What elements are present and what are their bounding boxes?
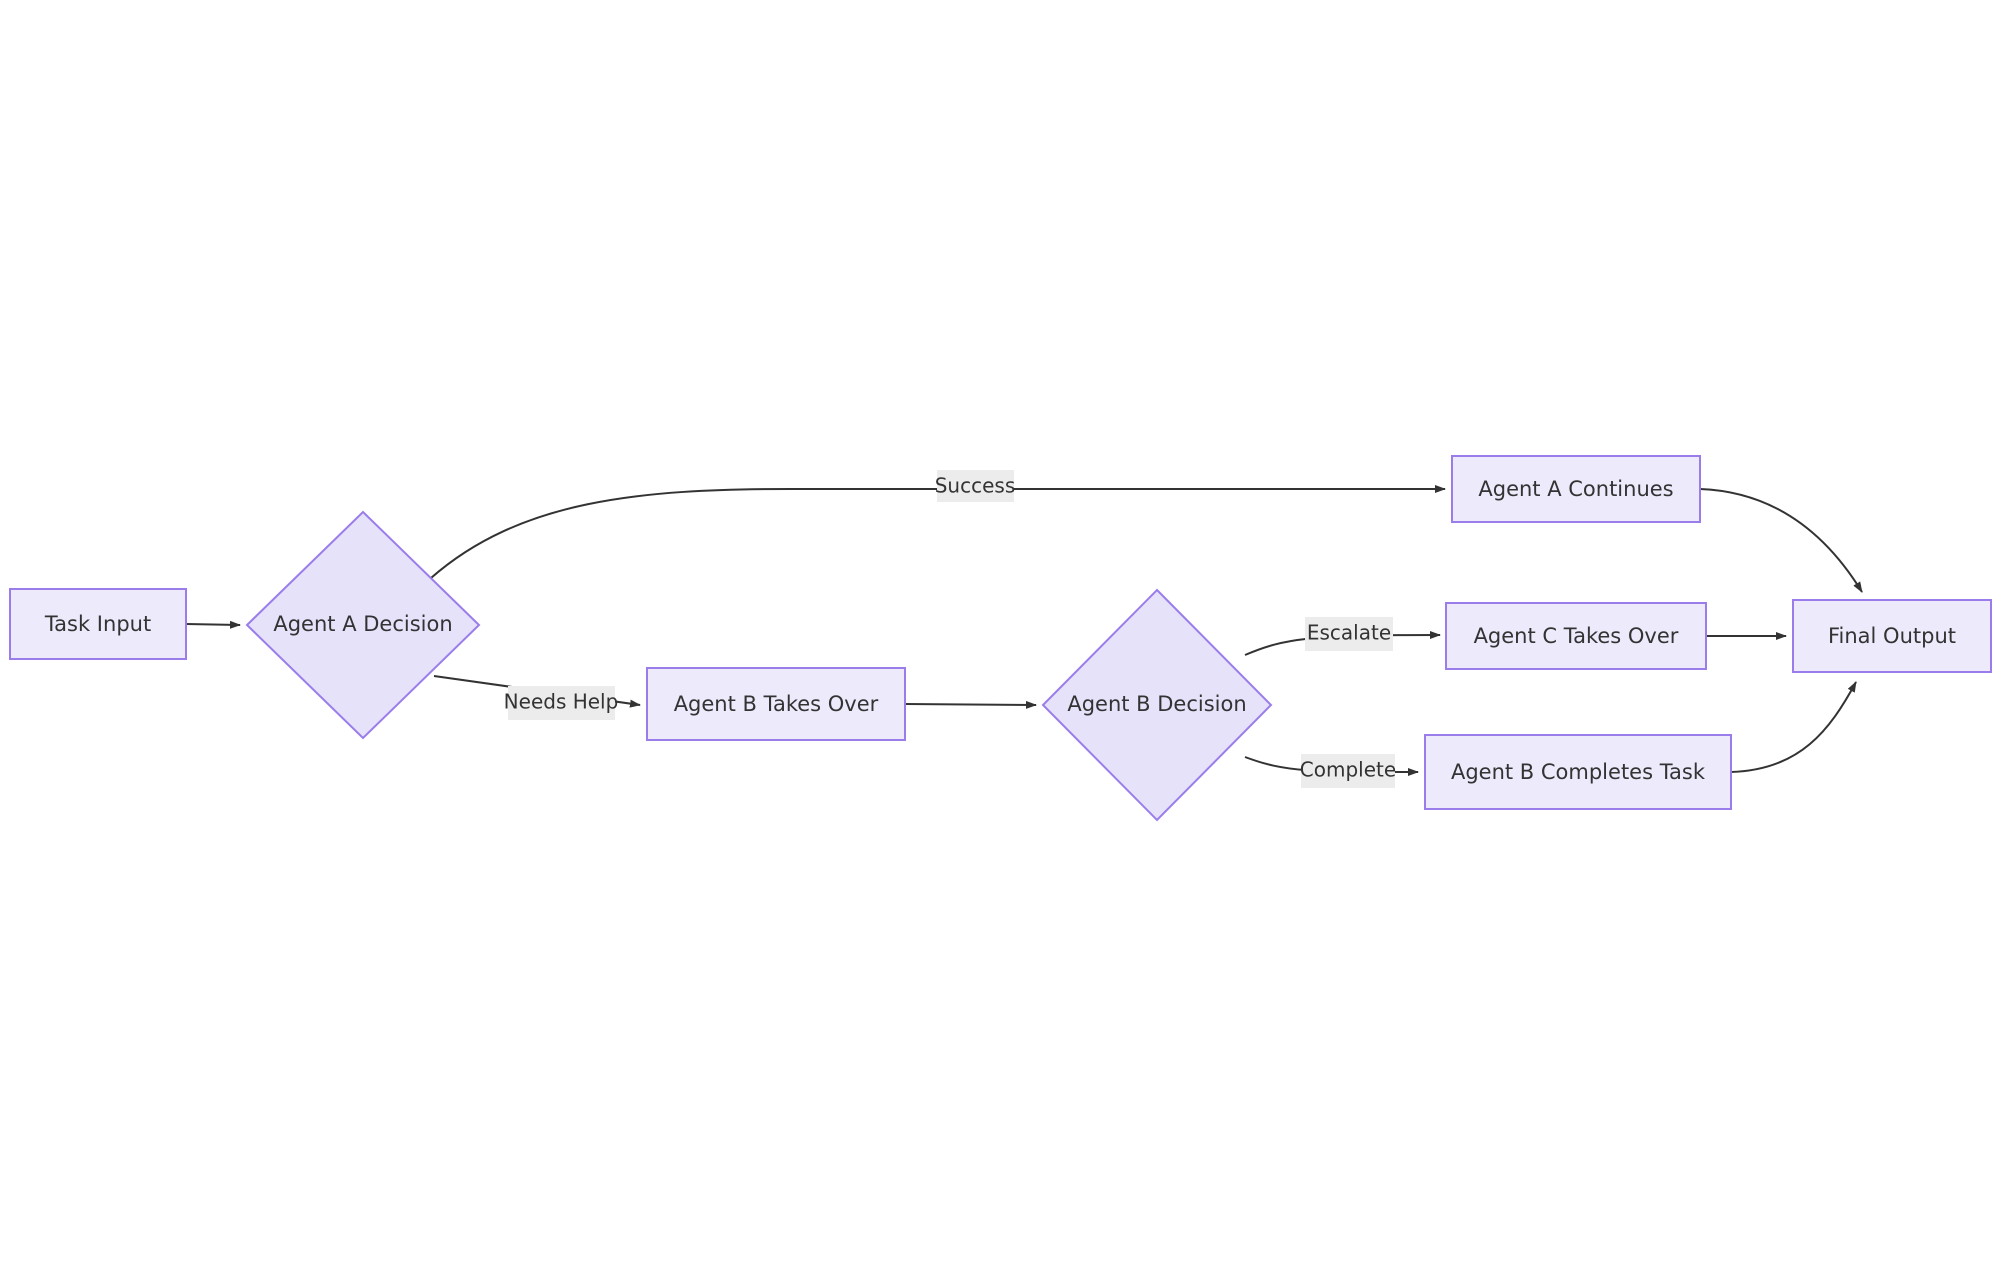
node-task-input[interactable]: Task Input: [9, 588, 187, 660]
edge-agent-b-completes-task-to-final-output: [1730, 681, 1857, 773]
edge-label-needs-help: Needs Help: [504, 686, 619, 720]
node-agent-b-decision-shape[interactable]: [1041, 588, 1273, 822]
node-agent-a-decision[interactable]: Agent A Decision: [245, 510, 481, 740]
node-agent-a-continues-label: Agent A Continues: [1478, 477, 1673, 501]
node-agent-c-takes-over-label: Agent C Takes Over: [1474, 624, 1679, 648]
node-agent-b-completes-task-shape[interactable]: [1424, 734, 1732, 810]
node-agent-b-takes-over-label: Agent B Takes Over: [674, 692, 879, 716]
node-final-output-label: Final Output: [1828, 624, 1956, 648]
edge-label-escalate: Escalate: [1305, 617, 1393, 651]
edge-agent-a-continues-to-final-output: [1699, 488, 1863, 593]
node-agent-a-continues-shape[interactable]: [1451, 455, 1701, 523]
node-agent-b-takes-over[interactable]: Agent B Takes Over: [646, 667, 906, 741]
edge-label-complete: Complete: [1300, 754, 1396, 788]
edge-label-complete-bg: [1301, 754, 1395, 788]
edge-label-success: Success: [935, 470, 1016, 502]
node-agent-b-completes-task[interactable]: Agent B Completes Task: [1424, 734, 1732, 810]
node-agent-c-takes-over[interactable]: Agent C Takes Over: [1445, 602, 1707, 670]
node-final-output-shape[interactable]: [1792, 599, 1992, 673]
edge-label-complete-text: Complete: [1300, 758, 1396, 782]
node-agent-b-completes-task-label: Agent B Completes Task: [1451, 760, 1706, 784]
edge-task-input-to-agent-a-decision: [185, 620, 241, 629]
edge-label-needs-help-text: Needs Help: [504, 690, 619, 714]
node-task-input-label: Task Input: [44, 612, 151, 636]
node-final-output[interactable]: Final Output: [1792, 599, 1992, 673]
edge-labels-layer: Success Needs Help Escalate Complete: [504, 470, 1396, 788]
edge-label-escalate-text: Escalate: [1307, 621, 1391, 645]
node-task-input-shape[interactable]: [9, 588, 187, 660]
node-agent-b-decision[interactable]: Agent B Decision: [1041, 588, 1273, 822]
nodes-layer: Task Input Agent A Decision Agent B Take…: [9, 455, 1992, 822]
node-agent-a-decision-label: Agent A Decision: [273, 612, 452, 636]
node-agent-a-decision-shape[interactable]: [245, 510, 481, 740]
node-agent-b-decision-label: Agent B Decision: [1067, 692, 1246, 716]
edge-label-escalate-bg: [1305, 617, 1393, 651]
node-agent-c-takes-over-shape[interactable]: [1445, 602, 1707, 670]
edge-label-success-text: Success: [935, 474, 1016, 498]
edge-label-needs-help-bg: [508, 686, 615, 720]
edge-label-success-bg: [937, 470, 1014, 502]
edge-agent-a-decision-to-agent-a-continues: [430, 485, 1446, 579]
edge-agent-b-takes-over-to-agent-b-decision: [904, 700, 1037, 709]
node-agent-a-continues[interactable]: Agent A Continues: [1451, 455, 1701, 523]
node-agent-b-takes-over-shape[interactable]: [646, 667, 906, 741]
